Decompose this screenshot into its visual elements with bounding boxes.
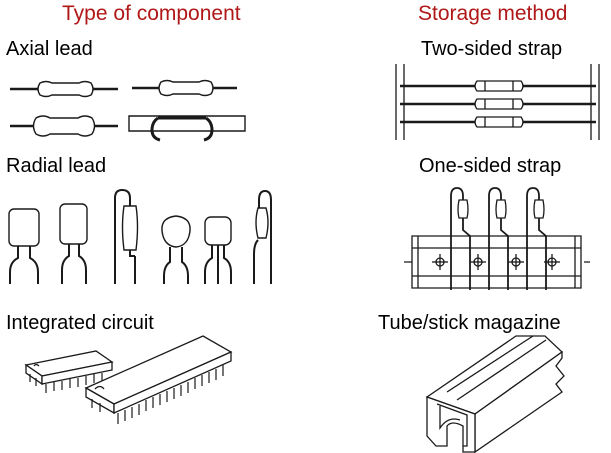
storage-column-header: Storage method: [418, 2, 568, 25]
radial-lead-label: Radial lead: [6, 155, 107, 177]
two-sided-strap-label: Two-sided strap: [421, 38, 563, 60]
axial-resistor-icon: [10, 116, 118, 136]
one-sided-strap-label: One-sided strap: [419, 155, 562, 177]
component-column-header: Type of component: [62, 2, 241, 25]
bent-axial-resistor-icon: [129, 116, 245, 140]
one-sided-strap-icon: [404, 236, 590, 288]
radial-capacitor-icon: [9, 209, 39, 284]
axial-lead-label: Axial lead: [6, 38, 93, 60]
radial-capacitor-icon: [254, 191, 271, 284]
tube-magazine-label: Tube/stick magazine: [378, 312, 561, 334]
dip-ic-icon: [86, 336, 231, 424]
radial-capacitor-icon: [205, 217, 231, 284]
radial-capacitor-icon: [162, 216, 190, 284]
two-sided-strap-icon: [396, 64, 599, 140]
radial-capacitor-icon: [115, 190, 138, 284]
dip-ic-icon: [26, 351, 112, 393]
radial-capacitor-icon: [60, 204, 87, 284]
axial-resistor-icon: [10, 82, 118, 97]
one-sided-strap-components: [451, 188, 546, 290]
integrated-circuit-label: Integrated circuit: [6, 312, 154, 334]
tube-magazine-icon: [427, 336, 564, 452]
axial-resistor-icon: [132, 81, 237, 96]
